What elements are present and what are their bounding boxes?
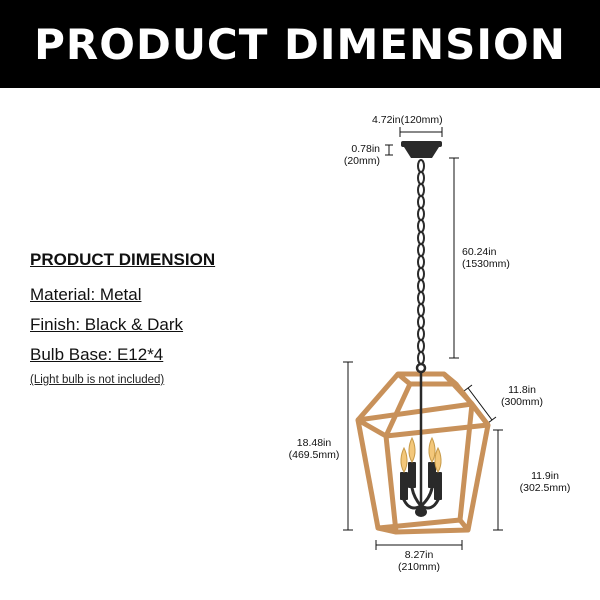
chain-length-mm-label: (1530mm) bbox=[462, 258, 510, 270]
spec-heading: PRODUCT DIMENSION bbox=[30, 250, 216, 269]
center-finial bbox=[415, 507, 427, 517]
cage-height-label: 18.48in bbox=[296, 437, 332, 449]
spec-finish: Finish: Black & Dark bbox=[30, 315, 184, 334]
dim-line-chain-length bbox=[449, 157, 459, 359]
dim-line-cage-height bbox=[343, 361, 353, 531]
cage-depth-mm-label: (300mm) bbox=[500, 396, 543, 408]
chain-length-label: 60.24in bbox=[462, 246, 497, 258]
bulbs bbox=[400, 436, 442, 473]
canopy-height-label: 0.78in bbox=[351, 143, 380, 155]
chain bbox=[417, 159, 425, 365]
spec-material: Material: Metal bbox=[30, 285, 142, 304]
canopy bbox=[401, 141, 442, 158]
bottom-width-mm-label: (210mm) bbox=[397, 561, 440, 573]
spec-bulb-base: Bulb Base: E12*4 bbox=[30, 345, 164, 364]
dim-line-cage-width bbox=[493, 429, 503, 531]
canopy-height-mm-label: (20mm) bbox=[343, 155, 380, 167]
dim-line-cage-depth bbox=[463, 384, 497, 424]
lantern-cage bbox=[355, 371, 491, 535]
cage-width-mm-label: (302.5mm) bbox=[519, 482, 571, 494]
cage-width-label: 11.9in bbox=[531, 470, 559, 482]
dim-line-canopy-width bbox=[399, 127, 443, 137]
bottom-width-label: 8.27in bbox=[404, 549, 434, 561]
center-rod bbox=[415, 362, 427, 510]
candle-sleeves bbox=[400, 462, 442, 500]
dim-line-canopy-height bbox=[385, 144, 393, 156]
canopy-width-label: 4.72in(120mm) bbox=[372, 114, 443, 126]
cage-depth-label: 11.8in bbox=[508, 384, 536, 396]
banner-title: PRODUCT DIMENSION bbox=[0, 0, 600, 88]
dim-line-bottom-width bbox=[375, 540, 463, 550]
spec-note: (Light bulb is not included) bbox=[30, 374, 165, 386]
cage-height-mm-label: (469.5mm) bbox=[288, 449, 340, 461]
candle-arms bbox=[402, 486, 440, 510]
